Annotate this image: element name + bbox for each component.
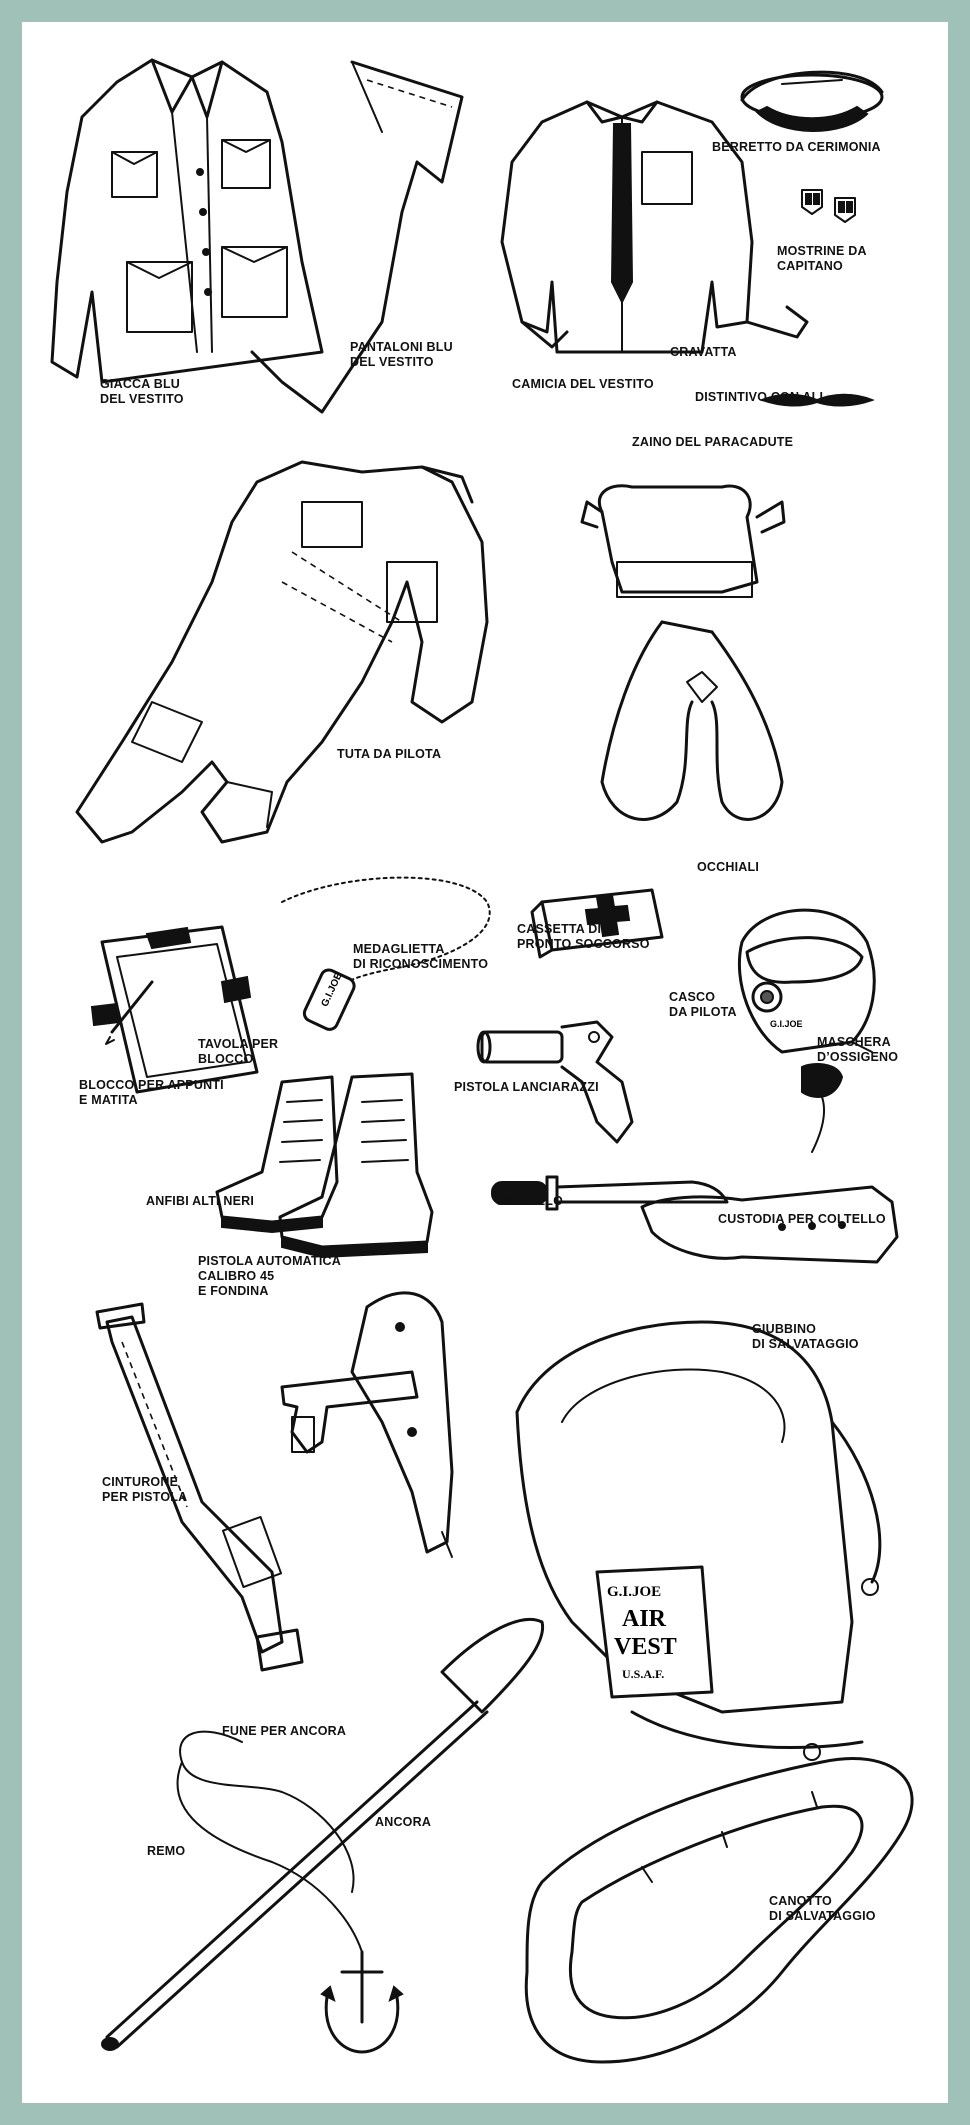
vest-text-brand: G.I.JOE [607, 1584, 661, 1600]
label-zaino: ZAINO DEL PARACADUTE [632, 435, 794, 449]
label-remo: REMO [147, 1844, 186, 1858]
dog-tag-drawing: G.I.JOE [281, 876, 491, 1031]
parachute-pack-drawing [580, 484, 786, 821]
knife-drawing [491, 1175, 729, 1211]
label-occhiali: OCCHIALI [697, 860, 760, 874]
label-fune: FUNE PER ANCORA [222, 1724, 347, 1738]
equipment-illustration: G.I.JOE G.I.JOE [50, 58, 914, 2064]
life-vest-drawing: G.I.JOE AIR VEST U.S.A.F. [515, 1320, 882, 1761]
oar-drawing [101, 1617, 545, 2051]
clipboard-drawing [90, 925, 259, 1094]
flight-helmet-drawing: G.I.JOE [737, 908, 876, 1153]
cap-drawing [740, 70, 884, 132]
rank-insignia-drawing [801, 189, 856, 223]
wings-badge-drawing [759, 393, 875, 407]
illustration-sheet: G.I.JOE G.I.JOE [22, 22, 948, 2103]
flare-gun-drawing [476, 1020, 634, 1144]
vest-text-vest: VEST [614, 1634, 677, 1660]
label-custodia: CUSTODIA PER COLTELLO [718, 1212, 886, 1226]
shirt-drawing [500, 100, 809, 354]
label-berretto: BERRETTO DA CERIMONIA [712, 140, 881, 154]
first-aid-kit-drawing [530, 888, 664, 959]
label-distintivo: DISTINTIVO CON ALI [695, 390, 824, 404]
label-cravatta: CRAVATTA [670, 345, 737, 359]
life-raft-drawing [524, 1757, 914, 2064]
label-ancora: ANCORA [375, 1815, 432, 1829]
jacket-drawing [50, 58, 324, 384]
vest-text-air: AIR [622, 1606, 667, 1632]
pistol-holster-drawing [280, 1291, 454, 1558]
knife-sheath-drawing [640, 1185, 899, 1264]
helmet-text: G.I.JOE [770, 1019, 803, 1029]
label-camicia: CAMICIA DEL VESTITO [512, 377, 654, 391]
rope-anchor-drawing [176, 1730, 404, 2054]
pistol-belt-drawing [95, 1302, 304, 1672]
trousers-drawing [250, 60, 464, 414]
label-coltello: COLTELLO [495, 1194, 564, 1208]
vest-text-usaf: U.S.A.F. [622, 1667, 664, 1681]
label-anfibi: ANFIBI ALTI NERI [146, 1194, 255, 1208]
label-pistola-lanciarazzi: PISTOLA LANCIARAZZI [454, 1080, 599, 1094]
label-tuta: TUTA DA PILOTA [337, 747, 442, 761]
flight-suit-drawing [75, 460, 489, 844]
boots-drawing [215, 1072, 434, 1259]
